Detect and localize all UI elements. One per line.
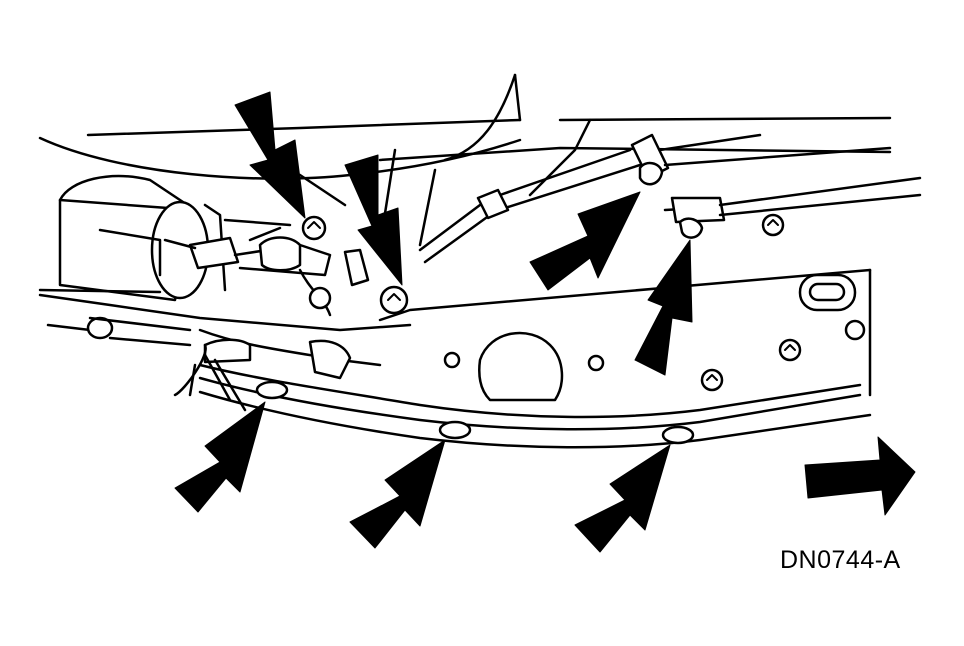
callout-arrow-6 bbox=[349, 439, 446, 549]
bolts-and-holes bbox=[255, 213, 866, 445]
direction-arrow bbox=[804, 436, 916, 516]
callout-arrow-3 bbox=[529, 191, 641, 291]
transmission-housing bbox=[38, 268, 872, 449]
callout-arrow-4 bbox=[634, 239, 693, 376]
callout-arrows bbox=[174, 91, 916, 553]
cables-and-tubes bbox=[418, 118, 922, 264]
callout-arrow-1 bbox=[234, 91, 306, 219]
starter-motor bbox=[58, 174, 370, 317]
figure-code-label: DN0744-A bbox=[780, 546, 901, 574]
engine-block-outline bbox=[38, 73, 892, 247]
callout-arrow-2 bbox=[344, 154, 403, 286]
callout-arrow-5 bbox=[174, 401, 266, 513]
callout-arrow-7 bbox=[574, 444, 671, 553]
